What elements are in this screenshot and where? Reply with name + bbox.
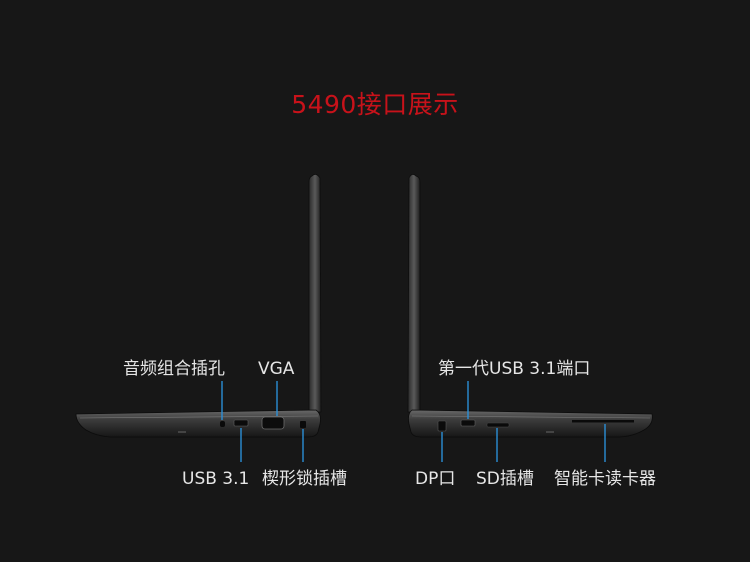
usb-port-left: [233, 419, 249, 427]
label-usb-3-1-gen1-port: 第一代USB 3.1端口: [438, 359, 591, 379]
label-vga: VGA: [258, 359, 295, 379]
left-lid: [308, 174, 322, 413]
wedge-lock-slot: [300, 421, 306, 428]
page-title: 5490接口展示: [291, 90, 459, 119]
label-dp-port: DP口: [415, 469, 456, 489]
vga-port: [261, 416, 285, 430]
label-audio-combo-jack: 音频组合插孔: [123, 359, 225, 379]
label-smart-card-reader: 智能卡读卡器: [554, 469, 656, 489]
label-usb-3-1: USB 3.1: [182, 469, 250, 489]
right-lid: [407, 174, 421, 413]
sd-slot: [486, 422, 510, 428]
label-sd-slot: SD插槽: [476, 469, 534, 489]
audio-jack-port: [220, 421, 225, 427]
label-wedge-lock-slot: 楔形锁插槽: [262, 469, 347, 489]
dp-port: [437, 420, 447, 432]
smart-card-slot: [572, 420, 634, 423]
usb-port-right: [460, 419, 476, 427]
